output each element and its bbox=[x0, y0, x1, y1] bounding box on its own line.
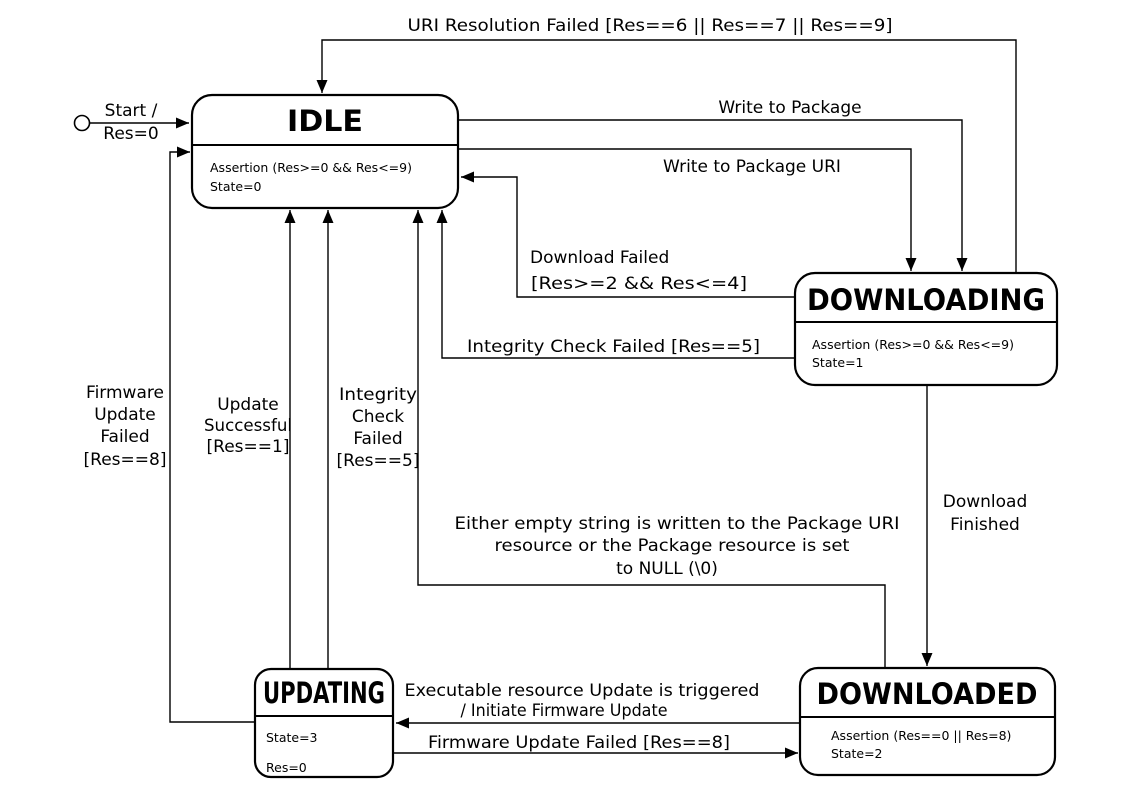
state-updating-title: UPDATING bbox=[263, 676, 385, 710]
package-cleared-label-line-0: Either empty string is written to the Pa… bbox=[455, 514, 900, 534]
firmware-update-failed-idle-label-line-0: Firmware bbox=[86, 383, 164, 403]
state-downloading-statevar: State=1 bbox=[812, 355, 864, 370]
start-label-line-1: Res=0 bbox=[103, 124, 158, 144]
state-downloaded-box bbox=[798, 666, 1057, 777]
state-idle-statevar: State=0 bbox=[210, 179, 262, 194]
state-downloaded-assertion: Assertion (Res==0 || Res=8) bbox=[831, 728, 1011, 743]
write-to-package-label: Write to Package bbox=[718, 98, 861, 118]
execute-update-label-line-0: Executable resource Update is triggered bbox=[405, 681, 760, 701]
package-cleared-label-line-1: resource or the Package resource is set bbox=[495, 536, 850, 556]
uri-resolution-failed-label: URI Resolution Failed [Res==6 || Res==7 … bbox=[408, 16, 893, 36]
integrity-check-failed-updating-label-line-3: [Res==5] bbox=[337, 451, 420, 471]
state-idle: IDLE Assertion (Res>=0 && Res<=9) State=… bbox=[190, 93, 460, 210]
update-successful-label-line-2: [Res==1] bbox=[207, 437, 290, 457]
update-successful-label-line-0: Update bbox=[217, 395, 279, 415]
state-updating-box bbox=[253, 667, 395, 779]
state-updating-resvar: Res=0 bbox=[266, 760, 307, 775]
state-updating: UPDATING State=3 Res=0 bbox=[253, 667, 395, 779]
update-successful-label-line-1: Successful bbox=[204, 416, 292, 436]
firmware-update-failed-idle-label-line-3: [Res==8] bbox=[84, 450, 167, 470]
transition-paths bbox=[73, 39, 1017, 759]
download-finished-label-line-1: Finished bbox=[950, 515, 1020, 535]
firmware-update-failed-idle-label-line-1: Update bbox=[94, 405, 156, 425]
state-downloaded-title: DOWNLOADED bbox=[817, 677, 1038, 711]
state-idle-assertion: Assertion (Res>=0 && Res<=9) bbox=[210, 160, 412, 175]
uri-resolution-failed-path bbox=[316, 39, 1017, 273]
firmware-update-failed-to-idle-path bbox=[169, 146, 255, 723]
download-failed-label-line-1: [Res>=2 && Res<=4] bbox=[531, 274, 747, 294]
download-finished-label-line-0: Download bbox=[943, 492, 1028, 512]
state-downloading-box bbox=[793, 271, 1059, 387]
write-to-package-path bbox=[458, 119, 968, 271]
package-cleared-path bbox=[412, 210, 886, 668]
state-idle-title: IDLE bbox=[287, 104, 363, 138]
execute-update-label-line-1: / Initiate Firmware Update bbox=[461, 701, 668, 721]
firmware-update-failed-idle-label-line-2: Failed bbox=[100, 427, 149, 447]
firmware-update-failed-downloaded-label: Firmware Update Failed [Res==8] bbox=[428, 733, 730, 753]
package-cleared-label-line-2: to NULL (\0) bbox=[616, 559, 718, 579]
integrity-check-failed-downloading-label: Integrity Check Failed [Res==5] bbox=[467, 337, 760, 357]
state-downloading: DOWNLOADING Assertion (Res>=0 && Res<=9)… bbox=[793, 271, 1059, 387]
download-failed-label-line-0: Download Failed bbox=[530, 248, 669, 268]
integrity-check-failed-updating-label-line-1: Check bbox=[352, 407, 404, 427]
state-idle-box bbox=[190, 93, 460, 210]
start-label-line-0: Start / bbox=[105, 101, 158, 121]
state-downloading-assertion: Assertion (Res>=0 && Res<=9) bbox=[812, 337, 1014, 352]
integrity-check-failed-updating-label-line-0: Integrity bbox=[339, 385, 417, 405]
integrity-check-failed-updating-label-line-2: Failed bbox=[353, 429, 402, 449]
integrity-check-failed-downloading-path bbox=[436, 210, 795, 359]
download-failed-path bbox=[461, 171, 795, 298]
state-downloaded-statevar: State=2 bbox=[831, 746, 883, 761]
initial-state-dot bbox=[73, 114, 91, 132]
state-updating-statevar: State=3 bbox=[266, 730, 318, 745]
write-to-package-uri-label: Write to Package URI bbox=[663, 157, 841, 177]
state-downloading-title: DOWNLOADING bbox=[807, 283, 1045, 317]
transition-labels: Start / Res=0 URI Resolution Failed [Res… bbox=[84, 16, 1028, 753]
write-to-package-uri-path bbox=[458, 148, 917, 271]
state-downloaded: DOWNLOADED Assertion (Res==0 || Res=8) S… bbox=[798, 666, 1057, 777]
